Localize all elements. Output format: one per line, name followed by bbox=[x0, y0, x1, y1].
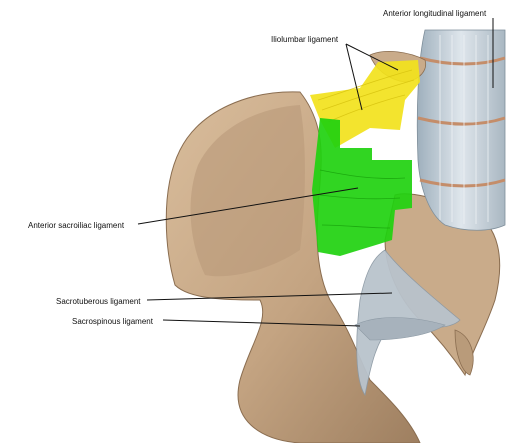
label-anterior-longitudinal-ligament: Anterior longitudinal ligament bbox=[383, 9, 487, 18]
sacrospinous-band bbox=[354, 317, 446, 341]
label-anterior-sacroiliac-ligament: Anterior sacroiliac ligament bbox=[28, 221, 125, 230]
leader-anterior-sacroiliac bbox=[137, 187, 359, 225]
label-sacrotuberous-ligament: Sacrotuberous ligament bbox=[56, 297, 141, 306]
leader-lines bbox=[137, 18, 494, 327]
anterior-sacroiliac-highlight bbox=[312, 118, 412, 256]
ligament-fibers bbox=[439, 35, 489, 224]
label-sacrospinous-ligament: Sacrospinous ligament bbox=[72, 317, 153, 326]
sacroiliac-fibers bbox=[319, 169, 406, 229]
leader-iliolumbar bbox=[345, 43, 363, 111]
iliac-fossa bbox=[190, 105, 305, 277]
iliolumbar-fibers bbox=[317, 69, 415, 123]
leader-iliolumbar-branch bbox=[345, 43, 399, 71]
leader-sacrotuberous bbox=[146, 292, 393, 301]
coccyx bbox=[454, 329, 474, 376]
leader-sacrospinous bbox=[162, 319, 361, 327]
label-iliolumbar-ligament: Iliolumbar ligament bbox=[271, 35, 339, 44]
